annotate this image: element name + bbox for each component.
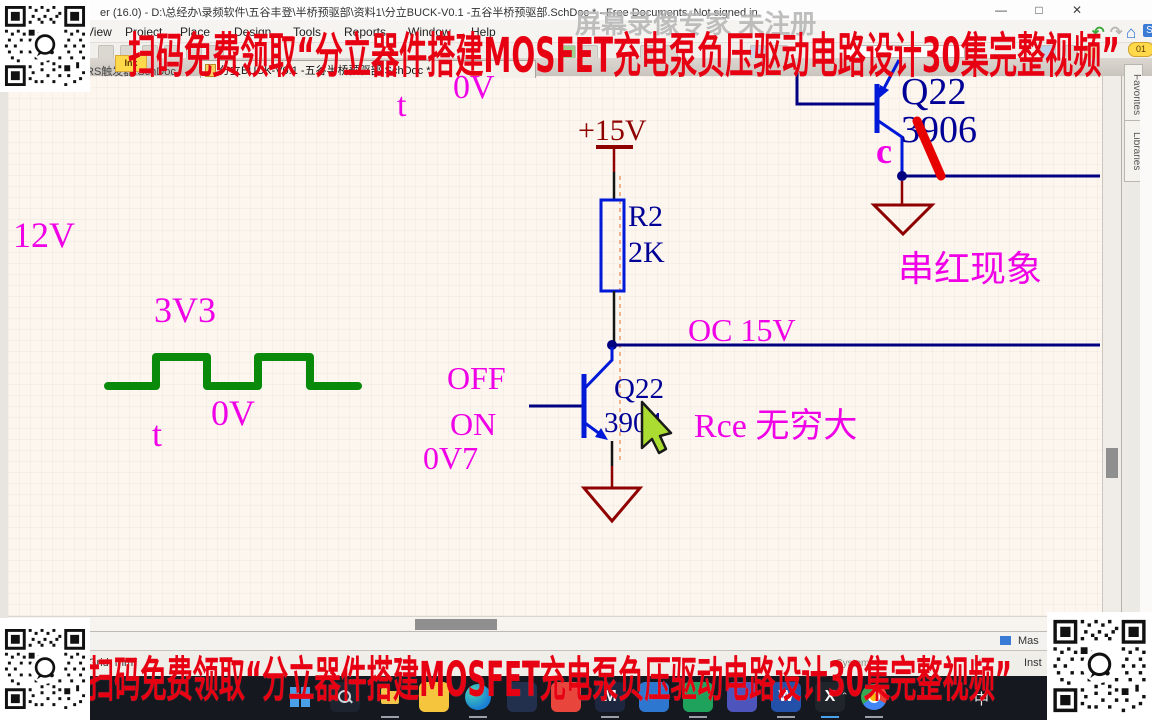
phone-link-icon[interactable] bbox=[507, 682, 537, 712]
notification-badge: 01 bbox=[1128, 42, 1152, 57]
magnifier-icon bbox=[338, 690, 352, 704]
vertical-scrollbar[interactable] bbox=[1102, 76, 1122, 616]
status-bar: Grid: mm System H Inst bbox=[0, 650, 1152, 677]
status-mask-level[interactable]: Mas bbox=[1018, 635, 1039, 647]
maximize-button[interactable]: □ bbox=[1035, 3, 1043, 17]
yellow-folder-app-icon[interactable] bbox=[419, 682, 449, 712]
horizontal-scrollbar[interactable] bbox=[8, 616, 1102, 632]
document-icon bbox=[205, 64, 216, 77]
undo-icon[interactable]: ↶ bbox=[1092, 24, 1105, 41]
status-instruments[interactable]: Inst bbox=[1024, 657, 1042, 669]
taskbar-open-indicator bbox=[469, 716, 487, 718]
ink-badge: Ink bbox=[115, 55, 147, 72]
taskbar-open-indicator bbox=[601, 716, 619, 718]
promo-text-top: 扫码免费领取“分立器件搭建MOSFET充电泵负压驱动电路设计30集完整视频” bbox=[128, 28, 1120, 84]
redo-icon[interactable]: ↷ bbox=[1110, 24, 1123, 41]
taskbar-active-indicator bbox=[821, 716, 839, 718]
mail-app-icon[interactable]: M bbox=[595, 682, 625, 712]
chrome-logo-icon bbox=[861, 684, 887, 710]
right-panel-edge bbox=[1140, 76, 1152, 631]
tray-chevron-icon[interactable]: ＾ bbox=[838, 693, 852, 708]
menu-window[interactable]: Window bbox=[408, 25, 451, 39]
minimize-button[interactable]: — bbox=[995, 3, 1007, 17]
edge-logo-icon bbox=[465, 684, 491, 710]
title-bar: er (16.0) - D:\总经办\录频软件\五谷丰登\半桥预驱部\资料1\分… bbox=[0, 0, 1152, 20]
tab-active-schdoc[interactable]: 分立BUCK-V0.1 -五谷半桥预驱部.SchDoc * bbox=[200, 60, 536, 78]
home-icon[interactable]: ⌂ bbox=[1126, 23, 1137, 42]
blue-app-icon[interactable] bbox=[639, 682, 669, 712]
folder-icon bbox=[381, 687, 399, 704]
close-button[interactable]: ✕ bbox=[1071, 3, 1083, 17]
schematic-canvas[interactable] bbox=[8, 76, 1102, 616]
chrome-icon[interactable] bbox=[859, 682, 889, 712]
edge-icon[interactable] bbox=[463, 682, 493, 712]
status-h[interactable]: H bbox=[974, 658, 982, 669]
tab-rs-flipflop[interactable]: RS触发器.SchDoc bbox=[86, 66, 176, 78]
word-icon[interactable]: W bbox=[771, 682, 801, 712]
taskbar-open-indicator bbox=[689, 716, 707, 718]
red-app-icon[interactable] bbox=[551, 682, 581, 712]
green-app-icon[interactable] bbox=[683, 682, 713, 712]
status-blue-icon bbox=[1000, 636, 1011, 645]
menu-design[interactable]: Design bbox=[234, 25, 272, 39]
search-icon[interactable] bbox=[330, 682, 360, 712]
status-strip: Mas bbox=[0, 631, 1152, 651]
toolbar bbox=[0, 42, 1152, 59]
taskbar-open-indicator bbox=[777, 716, 795, 718]
file-explorer-icon[interactable] bbox=[375, 682, 405, 712]
menu-bar: File Edit View Project Place Design Tool… bbox=[0, 20, 1152, 42]
window-title: er (16.0) - D:\总经办\录频软件\五谷丰登\半桥预驱部\资料1\分… bbox=[100, 7, 761, 19]
menu-project[interactable]: Project bbox=[125, 25, 163, 39]
status-system[interactable]: System bbox=[836, 658, 870, 669]
sync-icon[interactable]: S bbox=[1143, 24, 1152, 37]
taskbar-open-indicator bbox=[381, 716, 399, 718]
tray-ime-indicator[interactable]: 中 bbox=[974, 691, 990, 708]
menu-tools[interactable]: Tools bbox=[293, 25, 322, 39]
menu-view[interactable]: View bbox=[86, 25, 112, 39]
taskbar-open-indicator bbox=[865, 716, 883, 718]
promo-text-bottom: 扫码免费领取“分立器件搭建MOSFET充电泵负压驱动电路设计30集完整视频” bbox=[88, 652, 1012, 708]
purple-app-icon[interactable] bbox=[727, 682, 757, 712]
menu-reports[interactable]: Reports bbox=[344, 25, 387, 39]
grid-indicator: Grid: mm bbox=[88, 657, 134, 669]
windows-logo-icon bbox=[290, 687, 310, 707]
start-icon[interactable] bbox=[285, 682, 315, 712]
taskbar: M W X ＾ 中 bbox=[0, 676, 1152, 720]
x-app-icon[interactable]: X bbox=[815, 682, 845, 712]
toolbar-combobox[interactable] bbox=[845, 45, 965, 58]
qr-code-bottom-right bbox=[1047, 612, 1152, 720]
recorder-watermark: 屏幕录像专家 未注册 bbox=[575, 9, 817, 39]
toolbar-icon[interactable] bbox=[98, 45, 114, 59]
qr-code-top-left bbox=[0, 0, 90, 92]
horizontal-scrollbar-thumb[interactable] bbox=[415, 619, 497, 630]
vertical-scrollbar-thumb[interactable] bbox=[1106, 448, 1118, 478]
menu-place[interactable]: Place bbox=[180, 25, 211, 39]
menu-help[interactable]: Help bbox=[471, 25, 496, 39]
qr-code-bottom-left bbox=[0, 618, 90, 720]
